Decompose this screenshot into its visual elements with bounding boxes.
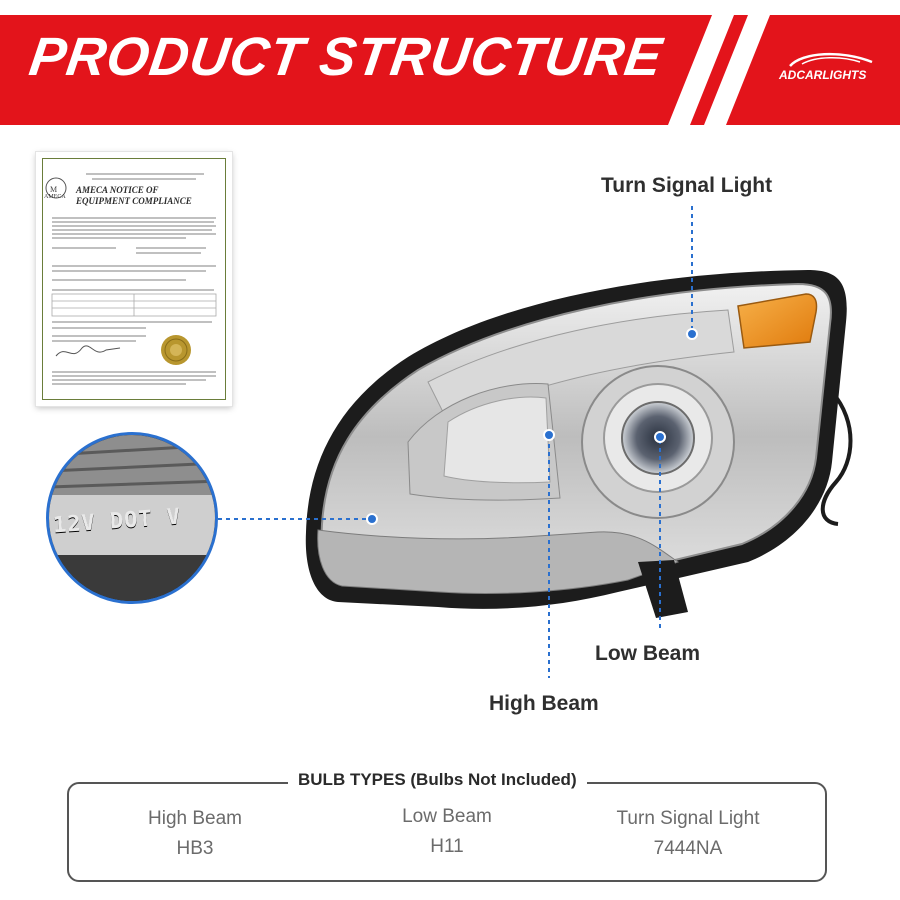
compliance-certificate: M <box>36 152 232 406</box>
dot-marking-closeup: 12V DOT V <box>46 432 218 604</box>
headlight-image <box>305 270 853 618</box>
header-banner: PRODUCT STRUCTURE ADCARLIGHTS <box>0 0 900 125</box>
bulb-name: Low Beam <box>402 806 492 827</box>
turn-signal-label: Turn Signal Light <box>601 174 773 197</box>
bulb-name: High Beam <box>148 808 242 829</box>
bulb-type-turn-signal: Turn Signal Light 7444NA <box>598 808 778 860</box>
bulb-name: Turn Signal Light <box>616 808 760 829</box>
car-logo-icon <box>789 52 873 67</box>
high-beam-label: High Beam <box>489 692 599 715</box>
bulb-code: HB3 <box>176 838 214 859</box>
bulb-types-heading: BULB TYPES (Bulbs Not Included) <box>288 770 587 790</box>
certificate-frame <box>42 158 226 400</box>
page-title: PRODUCT STRUCTURE <box>25 27 667 87</box>
svg-text:M: M <box>50 185 57 194</box>
bulb-type-low-beam: Low Beam H11 <box>382 806 512 858</box>
bulb-type-high-beam: High Beam HB3 <box>130 808 260 860</box>
closeup-texture <box>49 435 215 601</box>
certificate-title-line1: AMECA NOTICE OF <box>76 185 159 195</box>
certificate-org: AMECA <box>44 194 66 200</box>
bulb-code: H11 <box>430 836 464 857</box>
brand-name: ADCARLIGHTS <box>779 68 867 82</box>
certificate-content: M <box>45 173 217 385</box>
banner-background <box>0 0 900 125</box>
low-beam-label: Low Beam <box>595 642 701 665</box>
certificate-title-line2: EQUIPMENT COMPLIANCE <box>76 196 192 206</box>
bulb-code: 7444NA <box>653 838 723 859</box>
